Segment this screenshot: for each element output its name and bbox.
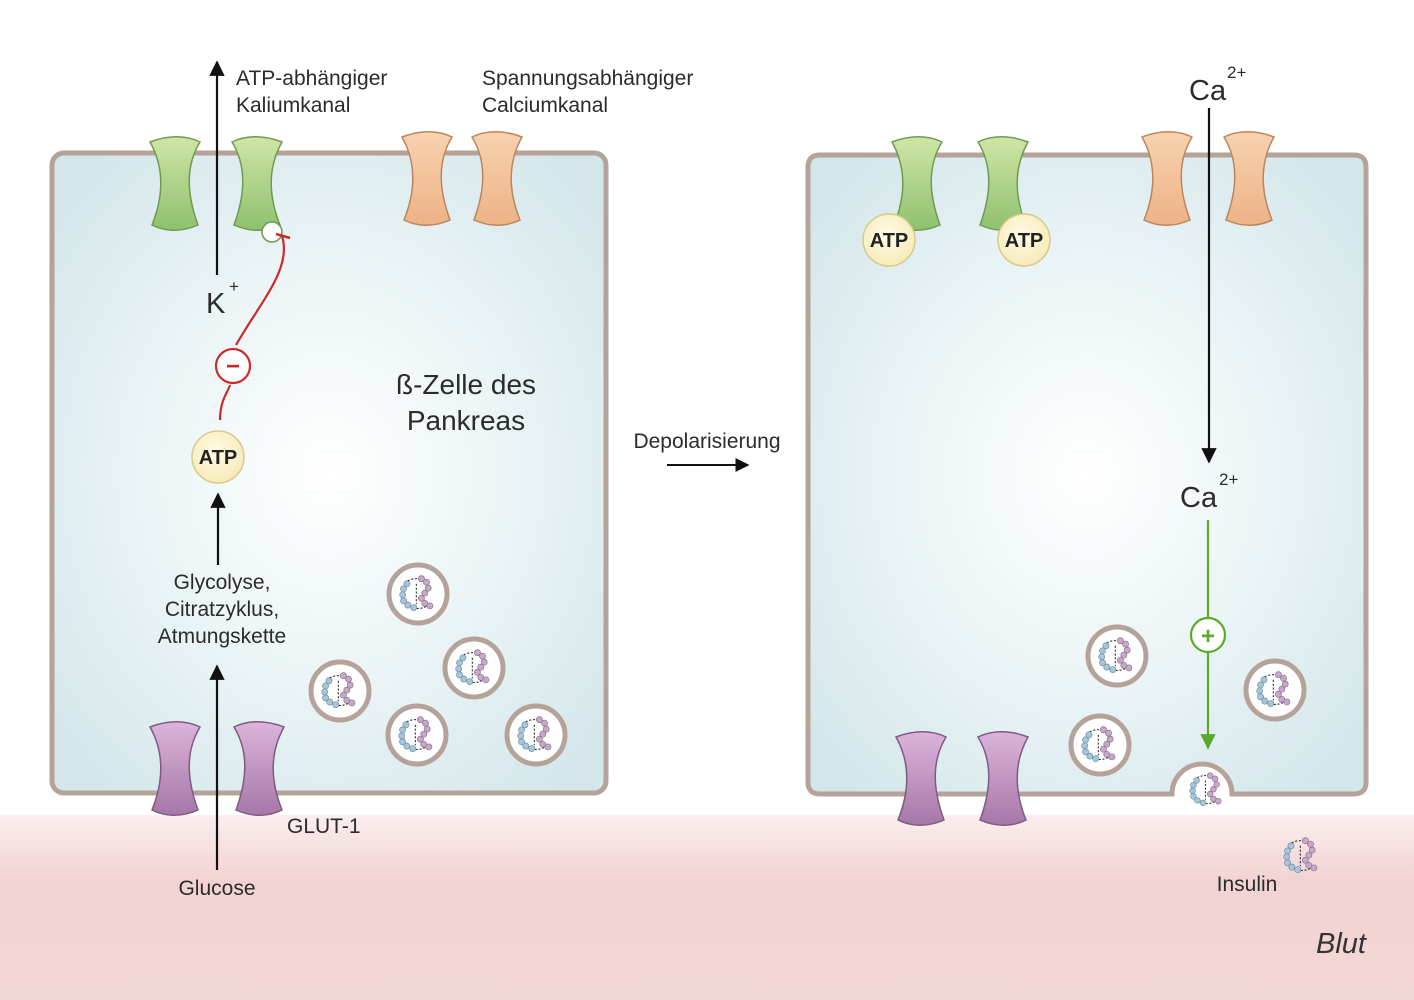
beta-cell-depolarized: ATP ATP Ca 2+ Ca 2+ + <box>805 63 1369 827</box>
glucose-label: Glucose <box>178 877 255 900</box>
atp-bound-right-label: ATP <box>1005 230 1044 252</box>
exocytosed-insulin <box>1189 772 1222 807</box>
k-ion-label: K <box>206 288 226 320</box>
ca-top-label: Ca <box>1189 75 1227 107</box>
plus-sign: + <box>1201 623 1215 650</box>
ca-mid-charge: 2+ <box>1219 470 1238 489</box>
ca-top-charge: 2+ <box>1227 63 1246 82</box>
insulin-vesicle <box>445 639 503 697</box>
atp-binding-pocket <box>261 221 283 243</box>
blood-label: Blut <box>1316 928 1368 960</box>
insulin-vesicle <box>1246 661 1304 719</box>
insulin-label: Insulin <box>1217 873 1278 896</box>
insulin-vesicle <box>1088 627 1146 685</box>
ca-mid-label: Ca <box>1180 482 1218 514</box>
minus-sign: − <box>226 353 240 380</box>
depolarization-label: Depolarisierung <box>633 430 780 453</box>
atp-bound-left <box>862 213 916 267</box>
cell-title-2: Pankreas <box>407 405 525 436</box>
insulin-vesicle <box>1071 716 1129 774</box>
ca-channel-label-1: Spannungsabhängiger <box>482 67 693 90</box>
cell-title-1: ß-Zelle des <box>396 369 536 400</box>
inhibition-circle <box>214 347 252 385</box>
insulin-vesicle <box>388 706 446 764</box>
metabolism-label-3: Atmungskette <box>158 625 286 648</box>
k-ion-charge: + <box>229 277 239 296</box>
atp-molecule <box>191 430 245 484</box>
insulin-vesicle <box>311 662 369 720</box>
insulin-vesicle <box>389 565 447 623</box>
activation-circle <box>1189 616 1227 654</box>
glut-label: GLUT-1 <box>287 815 361 838</box>
inhibition-line <box>218 235 285 421</box>
beta-cell-resting: K + ATP-abhängiger Kaliumkanal Spannungs… <box>49 60 693 900</box>
atp-label: ATP <box>199 447 238 469</box>
atp-bound-right <box>997 213 1051 267</box>
inhibition-bar <box>275 232 291 240</box>
left-cell-body <box>49 150 609 796</box>
blood-region <box>0 815 1414 1000</box>
katp-label-2: Kaliumkanal <box>236 94 350 117</box>
metabolism-label-2: Citratzyklus, <box>165 598 279 621</box>
metabolism-label-1: Glycolyse, <box>174 571 271 594</box>
insulin-vesicle <box>507 706 565 764</box>
katp-label-1: ATP-abhängiger <box>236 67 387 90</box>
katp-channel-open <box>149 136 283 243</box>
right-cell-body <box>805 152 1369 797</box>
ca-channel-label-2: Calciumkanal <box>482 94 608 117</box>
atp-bound-left-label: ATP <box>870 230 909 252</box>
